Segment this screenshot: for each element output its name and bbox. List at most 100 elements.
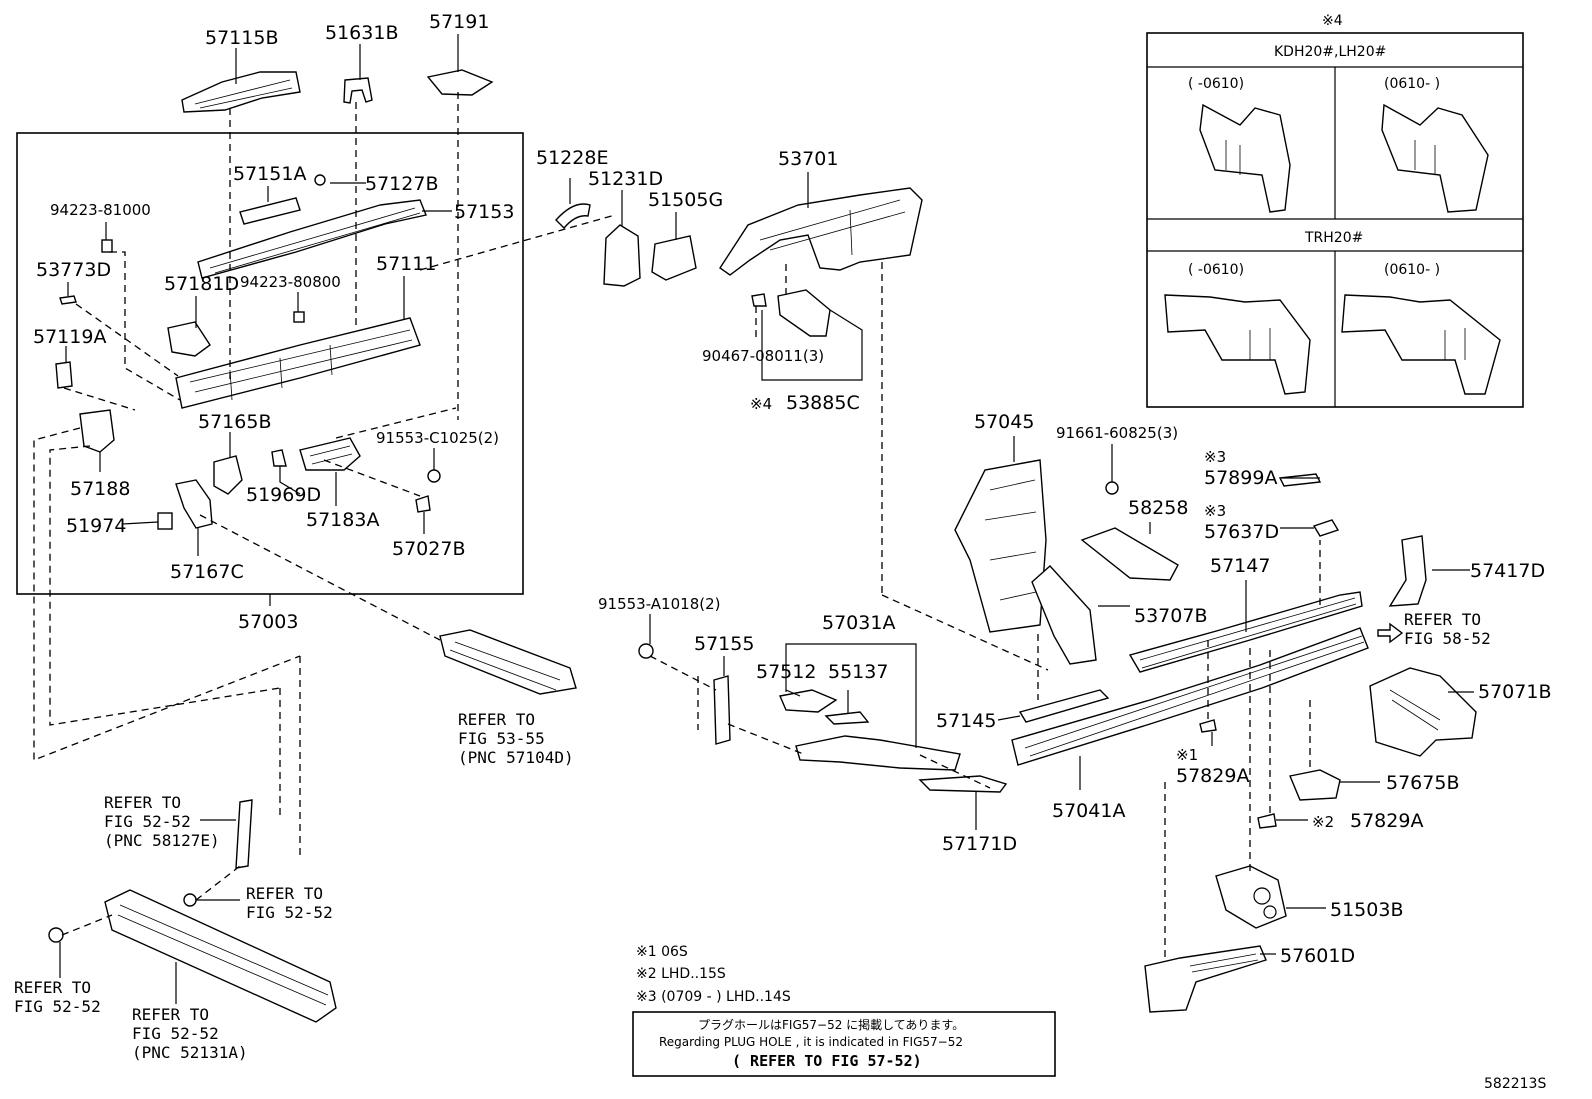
refer-52-52-left[interactable]: REFER TO FIG 52-52: [14, 978, 101, 1016]
part-57191-shape: [426, 69, 494, 96]
part-57045-shape: [954, 459, 1047, 633]
label-94223-81000: 94223-81000: [50, 201, 151, 219]
label-57165B: 57165B: [198, 411, 271, 433]
label-57171D: 57171D: [942, 833, 1017, 855]
label-51505G: 51505G: [648, 189, 723, 211]
svg-text:FIG 52-52: FIG 52-52: [246, 903, 333, 922]
part-57041A-shape: [1011, 627, 1369, 766]
label-57167C: 57167C: [170, 561, 244, 583]
mark-2-57829A: ※2: [1312, 813, 1334, 831]
part-57027B-shape: [415, 495, 431, 513]
label-90467-08011: 90467-08011(3): [702, 347, 824, 365]
svg-text:FIG 52-52: FIG 52-52: [132, 1024, 219, 1043]
part-57155-shape: [638, 643, 731, 745]
label-57145: 57145: [936, 710, 996, 732]
inset-range-2: (0610- ): [1384, 76, 1440, 92]
part-labels: 57115B 51631B 57191 57151A 57127B 57153 …: [33, 11, 1551, 967]
part-57145-shape: [1018, 689, 1110, 723]
part-51231D-shape: [603, 224, 641, 287]
label-57417D: 57417D: [1470, 560, 1545, 582]
inset-range-4: (0610- ): [1384, 262, 1440, 278]
plug-hole-refer: ( REFER TO FIG 57-52): [732, 1052, 922, 1070]
svg-text:(PNC 57104D): (PNC 57104D): [458, 748, 574, 767]
label-51631B: 51631B: [325, 22, 398, 44]
part-57183A-shape: [299, 437, 361, 471]
part-58258-shape: [1080, 527, 1179, 581]
refer-58-52[interactable]: REFER TO FIG 58-52: [1404, 610, 1491, 648]
label-53773D: 53773D: [36, 259, 111, 281]
label-51228E: 51228E: [536, 147, 608, 169]
label-94223-80800: 94223-80800: [240, 273, 341, 291]
part-57115B-shape: [181, 71, 301, 113]
part-57188-shape: [79, 409, 115, 453]
svg-text:REFER TO: REFER TO: [458, 710, 535, 729]
svg-text:REFER TO: REFER TO: [246, 884, 323, 903]
part-51503B-shape: [1215, 865, 1287, 929]
figure-code: 582213S: [1484, 1076, 1546, 1092]
label-57041A: 57041A: [1052, 800, 1125, 822]
label-57151A: 57151A: [233, 163, 306, 185]
part-53701-shape: [719, 187, 923, 276]
part-small-clips-right: [1105, 473, 1340, 537]
label-57829A-1: 57829A: [1176, 765, 1249, 787]
label-57829A-2: 57829A: [1350, 810, 1423, 832]
part-57417D-shape: [1388, 535, 1427, 607]
part-57153-shape: [197, 199, 427, 279]
svg-text:FIG 52-52: FIG 52-52: [14, 997, 101, 1016]
label-57119A: 57119A: [33, 326, 106, 348]
label-57675B: 57675B: [1386, 772, 1459, 794]
label-57003: 57003: [238, 611, 298, 633]
part-57829A-shapes: [1199, 719, 1277, 829]
part-57119A-shape: [55, 361, 73, 389]
label-53701: 53701: [778, 148, 838, 170]
part-51505G-shape: [651, 235, 697, 281]
part-57165B-shape: [213, 455, 243, 495]
part-57071B-shape: [1369, 667, 1477, 757]
inset-texts: ※4 KDH20#,LH20# ( -0610) (0610- ) TRH20#…: [1188, 13, 1440, 278]
part-53707B-shape: [1031, 565, 1097, 665]
refer-52-52-bolt[interactable]: REFER TO FIG 52-52: [246, 884, 333, 922]
mark-3-57899A: ※3: [1204, 448, 1226, 466]
note-2: ※2 LHD..15S: [636, 966, 726, 982]
label-57127B: 57127B: [365, 173, 438, 195]
part-57151A-shape: [239, 197, 301, 225]
svg-text:REFER TO: REFER TO: [132, 1005, 209, 1024]
note-3: ※3 (0709 - ) LHD..14S: [636, 989, 791, 1005]
note-1: ※1 06S: [636, 944, 688, 960]
inset-mark-4: ※4: [1322, 13, 1343, 29]
label-91553-A1018: 91553-A1018(2): [598, 595, 720, 613]
refer-53-55[interactable]: REFER TO FIG 53-55 (PNC 57104D): [458, 710, 574, 767]
footnotes: ※1 06S ※2 LHD..15S ※3 (0709 - ) LHD..14S: [636, 944, 791, 1005]
part-57111-shape: [175, 317, 421, 409]
label-57071B: 57071B: [1478, 681, 1551, 703]
label-57115B: 57115B: [205, 27, 278, 49]
label-57181D: 57181D: [164, 273, 239, 295]
part-51974-shape: [157, 512, 173, 530]
part-53885C-shape: [751, 289, 831, 337]
refer-52-52-pnc-58127E[interactable]: REFER TO FIG 52-52 (PNC 58127E): [104, 793, 220, 850]
label-57191: 57191: [429, 11, 489, 33]
label-51974: 51974: [66, 515, 126, 537]
variant-inset: [1146, 32, 1524, 408]
svg-text:FIG 52-52: FIG 52-52: [104, 812, 191, 831]
arrow-refer-58-52: [1377, 622, 1404, 644]
mark-3-57637D: ※3: [1204, 502, 1226, 520]
label-57147: 57147: [1210, 555, 1270, 577]
label-57899A: 57899A: [1204, 467, 1277, 489]
label-51969D: 51969D: [246, 484, 321, 506]
label-57153: 57153: [454, 201, 514, 223]
refer-52-52-pnc-52131A[interactable]: REFER TO FIG 52-52 (PNC 52131A): [132, 1005, 248, 1062]
label-57155: 57155: [694, 633, 754, 655]
part-57104D-shape: [439, 629, 577, 695]
part-57601D-shape: [1144, 945, 1267, 1013]
svg-text:FIG 53-55: FIG 53-55: [458, 729, 545, 748]
label-57601D: 57601D: [1280, 945, 1355, 967]
inset-range-1: ( -0610): [1188, 76, 1244, 92]
svg-text:REFER TO: REFER TO: [14, 978, 91, 997]
part-57181D-shape: [167, 321, 211, 357]
label-51503B: 51503B: [1330, 899, 1403, 921]
solid-leaders: [59, 34, 1474, 1004]
label-91553-C1025: 91553-C1025(2): [376, 429, 499, 447]
part-52131A-bumper-shape: [48, 799, 337, 1023]
part-57167C-shape: [175, 479, 213, 529]
